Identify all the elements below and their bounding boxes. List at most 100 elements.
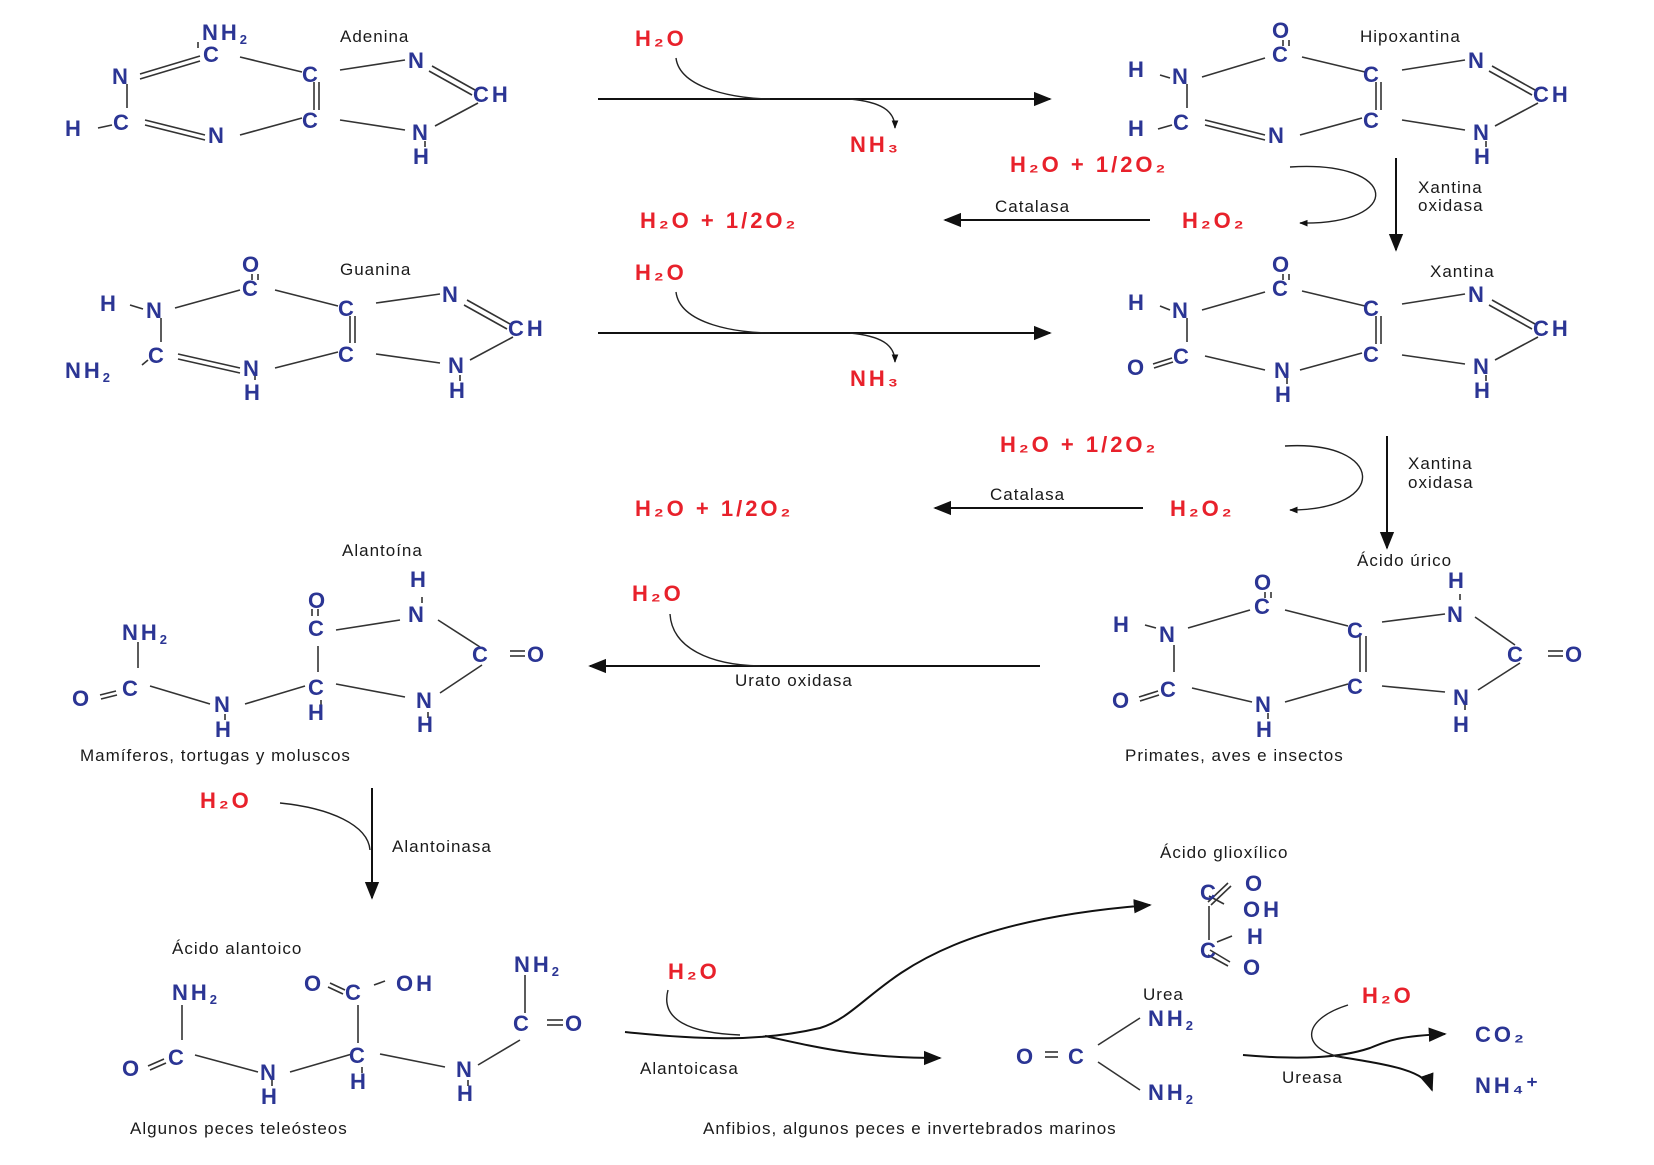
organisms-label: Mamíferos, tortugas y moluscos <box>80 746 351 765</box>
reaction-urea-to-co2-nh4: H₂O Ureasa CO₂ NH₄⁺ <box>1242 983 1541 1098</box>
atom-n: N <box>1274 358 1293 383</box>
bonds <box>1157 40 1539 147</box>
bonds <box>1152 274 1539 384</box>
atom-nh2: NH2 <box>1148 1006 1196 1033</box>
enzyme-label: Xantina <box>1408 454 1473 473</box>
molecule-acido-glioxilico: Ácido glioxílico O C OH H C O <box>1160 843 1287 980</box>
reagent-h2o-o2: H₂O + 1/2O₂ <box>1010 152 1168 177</box>
bonds <box>1207 882 1233 967</box>
atom-c: C <box>472 642 491 667</box>
atom-c: C <box>168 1045 187 1070</box>
atom-c: C <box>1200 880 1219 905</box>
reaction-acido-alantoico-to-urea: H₂O Alantoicasa <box>624 899 1152 1078</box>
atom-c: C <box>345 980 364 1005</box>
reagent-curve <box>1289 165 1377 227</box>
atom-c: C <box>513 1011 532 1036</box>
atom-h: H <box>1474 378 1493 403</box>
product-nh4: NH₄⁺ <box>1475 1073 1541 1098</box>
atom-n: N <box>1453 685 1472 710</box>
atom-o: O <box>1272 252 1292 277</box>
enzyme-label: Catalasa <box>995 197 1070 216</box>
atom-h: H <box>350 1069 369 1094</box>
atom-o: O <box>1245 871 1265 896</box>
atom-oh: OH <box>396 971 435 996</box>
reagent-h2o: H₂O <box>635 260 687 285</box>
atom-nh2: NH2 <box>514 952 562 979</box>
atom-n: N <box>1447 602 1466 627</box>
reagent-h2o: H₂O <box>668 959 720 984</box>
atom-o: O <box>1112 688 1132 713</box>
enzyme-label: Ureasa <box>1282 1068 1343 1087</box>
atom-c: C <box>338 296 357 321</box>
enzyme-label: Catalasa <box>990 485 1065 504</box>
reagent-h2o-o2: H₂O + 1/2O₂ <box>1000 432 1158 457</box>
atom-n: N <box>1468 282 1487 307</box>
atom-h: H <box>1128 116 1147 141</box>
atom-h: H <box>244 380 263 405</box>
atom-n: N <box>456 1057 475 1082</box>
atom-c: C <box>308 675 327 700</box>
atom-h: H <box>1275 382 1294 407</box>
atom-o: O <box>122 1056 142 1081</box>
nh4-arrow <box>1334 1055 1434 1092</box>
atom-h: H <box>1247 924 1266 949</box>
enzyme-label: Urato oxidasa <box>735 671 853 690</box>
atom-c: C <box>203 42 222 67</box>
atom-c: C <box>1254 594 1273 619</box>
atom-n: N <box>1255 692 1274 717</box>
molecule-name: Alantoína <box>342 541 423 560</box>
h2o-curve <box>279 802 371 851</box>
atom-n: N <box>260 1060 279 1085</box>
co2-arrow <box>1242 1027 1447 1059</box>
atom-nh2: NH2 <box>1148 1080 1196 1107</box>
atom-n: N <box>408 602 427 627</box>
atom-n: N <box>416 688 435 713</box>
atom-o: O <box>565 1011 585 1036</box>
atom-n: N <box>1172 298 1191 323</box>
bonds <box>1045 1017 1141 1091</box>
enzyme-label: Alantoinasa <box>392 837 492 856</box>
atom-n: N <box>1468 48 1487 73</box>
bonds <box>97 42 479 147</box>
atom-n: N <box>1268 123 1287 148</box>
atom-o: O <box>242 252 262 277</box>
atom-c: C <box>1068 1044 1087 1069</box>
atom-nh2: NH2 <box>202 20 250 47</box>
atom-c: C <box>148 343 167 368</box>
reaction-hipoxantina-to-xantina: Xantina oxidasa H₂O + 1/2O₂ H₂O₂ Catalas… <box>640 152 1483 252</box>
molecule-name: Hipoxantina <box>1360 27 1461 46</box>
reaction-acido-urico-to-alantoina: H₂O Urato oxidasa <box>588 581 1040 690</box>
atom-o: O <box>72 686 92 711</box>
atom-c: C <box>1272 42 1291 67</box>
organisms-label: Anfibios, algunos peces e invertebrados … <box>703 1119 1117 1138</box>
atom-o: O <box>308 588 328 613</box>
bonds <box>1138 592 1563 719</box>
atom-o: O <box>1016 1044 1036 1069</box>
h2o-curve <box>669 613 761 667</box>
molecule-acido-alantoico: Ácido alantoico O C OH NH2 NH2 C O O C C… <box>122 939 585 1138</box>
atom-c: C <box>349 1043 368 1068</box>
molecule-urea: Urea O C NH2 NH2 Anfibios, algunos peces… <box>703 985 1196 1138</box>
atom-o: O <box>304 971 324 996</box>
h2o-curve <box>675 57 771 100</box>
atom-c: C <box>242 276 261 301</box>
nh3-curve <box>849 332 899 363</box>
product-h2o2: H₂O₂ <box>1170 496 1235 521</box>
atom-nh2: NH2 <box>65 358 113 385</box>
bonds <box>129 274 514 381</box>
molecule-name: Ácido úrico <box>1357 551 1452 570</box>
atom-n: N <box>243 356 262 381</box>
molecule-alantoina: Alantoína H O N NH2 C C O O C C H N <box>72 541 544 765</box>
atom-h: H <box>457 1081 476 1106</box>
reaction-guanina-to-xantina: H₂O NH₃ <box>598 260 1052 391</box>
atom-nh2: NH2 <box>122 620 170 647</box>
atom-n: N <box>448 353 467 378</box>
product-nh3: NH₃ <box>850 132 901 157</box>
molecule-name: Guanina <box>340 260 411 279</box>
atom-h: H <box>1453 712 1472 737</box>
atom-c: C <box>1347 674 1366 699</box>
atom-c: C <box>1173 344 1192 369</box>
atom-c: C <box>1363 62 1382 87</box>
atom-o: O <box>1565 642 1585 667</box>
